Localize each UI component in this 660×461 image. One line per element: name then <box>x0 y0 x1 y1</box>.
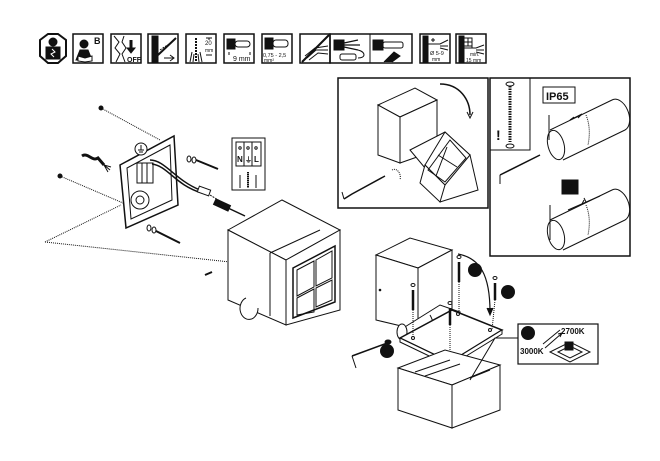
drill-depth-icon: 20 mm <box>185 33 217 64</box>
min-top: min. <box>470 52 479 58</box>
neutral-temp-label: 3000K <box>520 347 544 356</box>
rotate-arrow-icon <box>439 83 471 116</box>
terminal-ground: ⏚ <box>245 156 252 164</box>
warm-temp-label: 2700K <box>561 327 585 336</box>
no-stranded-wire-icon <box>299 33 331 64</box>
color-temperature-panel: 4. 2700K 3000K <box>517 323 599 365</box>
ferrule-icon <box>329 33 413 64</box>
check-icon <box>561 179 579 195</box>
step-markers: 1. 2. 3. <box>380 263 515 358</box>
screw-icon <box>155 230 181 244</box>
step-1-marker: 1. <box>380 344 394 358</box>
manual-letter: B <box>94 36 101 46</box>
cable-diameter-icon: Ø 5-9 mm <box>419 33 451 64</box>
read-manual-icon: B <box>72 33 104 64</box>
diameter-unit: mm <box>432 57 440 63</box>
cross-section-value: 0,75 - 2,5 <box>263 53 286 59</box>
hex-key-icon <box>499 154 541 176</box>
supply-cable-icon <box>81 153 106 166</box>
step-3-marker: 3. <box>501 285 515 299</box>
depth-value: 20 <box>205 41 212 47</box>
wall-drill-icon <box>147 33 179 64</box>
svg-text:1.: 1. <box>382 347 390 357</box>
depth-unit: mm <box>205 48 213 54</box>
terminal-l: L <box>254 155 259 164</box>
ip-rating: IP65 <box>546 91 569 103</box>
rotation-inset-panel <box>337 77 489 209</box>
min-value: 15 mm <box>466 58 481 64</box>
off-label: OFF <box>127 57 142 64</box>
wall-lamp <box>226 199 342 326</box>
mounting-plate <box>119 134 179 230</box>
power-off-icon: OFF <box>110 33 142 64</box>
wire-cross-section-icon: 0,75 - 2,5 mm² <box>261 33 293 64</box>
strip-label: 9 mm <box>233 56 251 63</box>
svg-text:2.: 2. <box>470 266 478 276</box>
hex-key-icon <box>351 341 391 357</box>
qualified-electrician-icon <box>39 33 67 64</box>
hex-key-icon <box>343 175 386 200</box>
terminal-n: N <box>237 155 243 164</box>
svg-text:4.: 4. <box>523 329 531 339</box>
step-2-marker: 2. <box>468 263 482 277</box>
icon-strip: B OFF 20 mm <box>39 33 487 64</box>
diameter-value: Ø 5-9 <box>430 51 444 57</box>
terminal-block-inset: N ⏚ L <box>231 137 266 191</box>
min-length-icon: min. 15 mm <box>455 33 487 64</box>
base-assembly <box>351 237 520 429</box>
ip65-panel: ! IP65 ✓ <box>489 77 631 257</box>
step-4-marker <box>521 326 535 340</box>
svg-text:3.: 3. <box>503 288 511 298</box>
connector-icon <box>196 185 212 197</box>
warning-mark: ! <box>496 127 501 143</box>
cross-section-unit: mm² <box>264 58 274 64</box>
strip-length-icon: 9 mm <box>223 33 255 64</box>
screw-icon <box>195 159 219 170</box>
svg-text:✓: ✓ <box>564 181 574 195</box>
wall-mount-exploded-view: N ⏚ L <box>44 105 342 326</box>
